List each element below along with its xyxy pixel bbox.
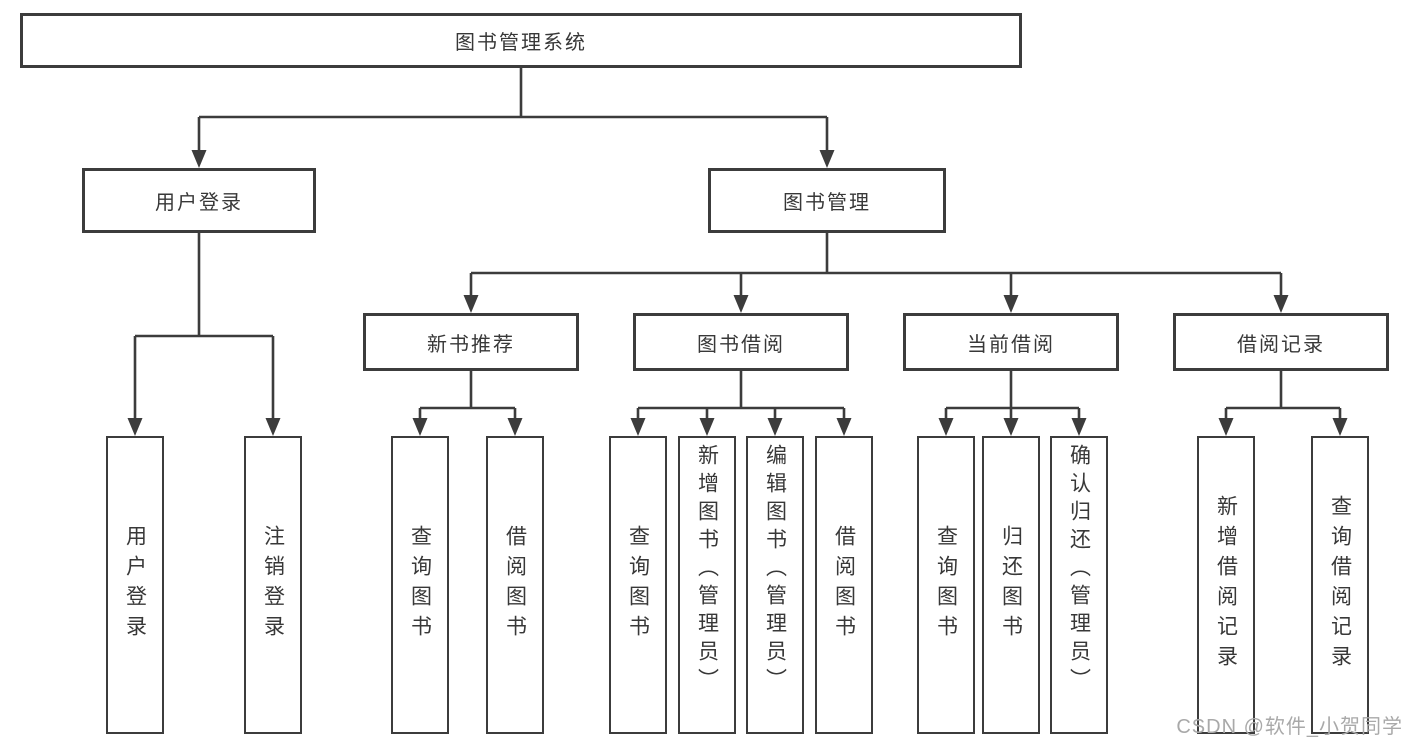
leaf-add-borrow-record-label: 新增借阅记录	[1214, 495, 1238, 675]
leaf-add-borrow-record: 新增借阅记录	[1197, 436, 1255, 734]
node-book-management-label: 图书管理	[783, 192, 871, 214]
leaf-add-books-admin-label: 新增图书（管理员）	[695, 444, 719, 696]
node-user-login: 用户登录	[82, 168, 316, 233]
leaf-borrow-books: 借阅图书	[815, 436, 873, 734]
node-book-management: 图书管理	[708, 168, 946, 233]
node-new-book-recommend: 新书推荐	[363, 313, 579, 371]
node-user-login-label: 用户登录	[155, 192, 243, 214]
leaf-edit-books-admin-label: 编辑图书（管理员）	[763, 444, 787, 696]
leaf-confirm-return-admin: 确认归还（管理员）	[1050, 436, 1108, 734]
node-current-borrowing: 当前借阅	[903, 313, 1119, 371]
leaf-return-books-label: 归还图书	[999, 525, 1023, 645]
leaf-edit-books-admin: 编辑图书（管理员）	[746, 436, 804, 734]
connector-lines	[133, 68, 1342, 422]
csdn-watermark: CSDN @软件_小贺同学	[1176, 716, 1403, 738]
leaf-query-books-current: 查询图书	[917, 436, 975, 734]
node-borrowing-records: 借阅记录	[1173, 313, 1389, 371]
node-current-borrowing-label: 当前借阅	[967, 333, 1055, 356]
leaf-borrow-books-recommend-label: 借阅图书	[503, 525, 527, 645]
node-new-book-recommend-label: 新书推荐	[427, 333, 515, 356]
leaf-query-books-borrow-label: 查询图书	[626, 525, 650, 645]
leaf-borrow-books-label: 借阅图书	[832, 525, 856, 645]
leaf-user-login-label: 用户登录	[123, 525, 147, 645]
node-book-borrowing-label: 图书借阅	[697, 333, 785, 356]
leaf-confirm-return-admin-label: 确认归还（管理员）	[1067, 444, 1091, 696]
node-system-root-label: 图书管理系统	[455, 32, 587, 54]
leaf-query-books-borrow: 查询图书	[609, 436, 667, 734]
leaf-query-books-recommend-label: 查询图书	[408, 525, 432, 645]
leaf-query-borrow-record: 查询借阅记录	[1311, 436, 1369, 734]
leaf-query-books-recommend: 查询图书	[391, 436, 449, 734]
leaf-logout-label: 注销登录	[261, 525, 285, 645]
leaf-logout: 注销登录	[244, 436, 302, 734]
leaf-user-login: 用户登录	[106, 436, 164, 734]
leaf-query-books-current-label: 查询图书	[934, 525, 958, 645]
node-book-borrowing: 图书借阅	[633, 313, 849, 371]
leaf-query-borrow-record-label: 查询借阅记录	[1328, 495, 1352, 675]
node-borrowing-records-label: 借阅记录	[1237, 333, 1325, 356]
node-system-root: 图书管理系统	[20, 13, 1022, 68]
leaf-borrow-books-recommend: 借阅图书	[486, 436, 544, 734]
leaf-add-books-admin: 新增图书（管理员）	[678, 436, 736, 734]
leaf-return-books: 归还图书	[982, 436, 1040, 734]
